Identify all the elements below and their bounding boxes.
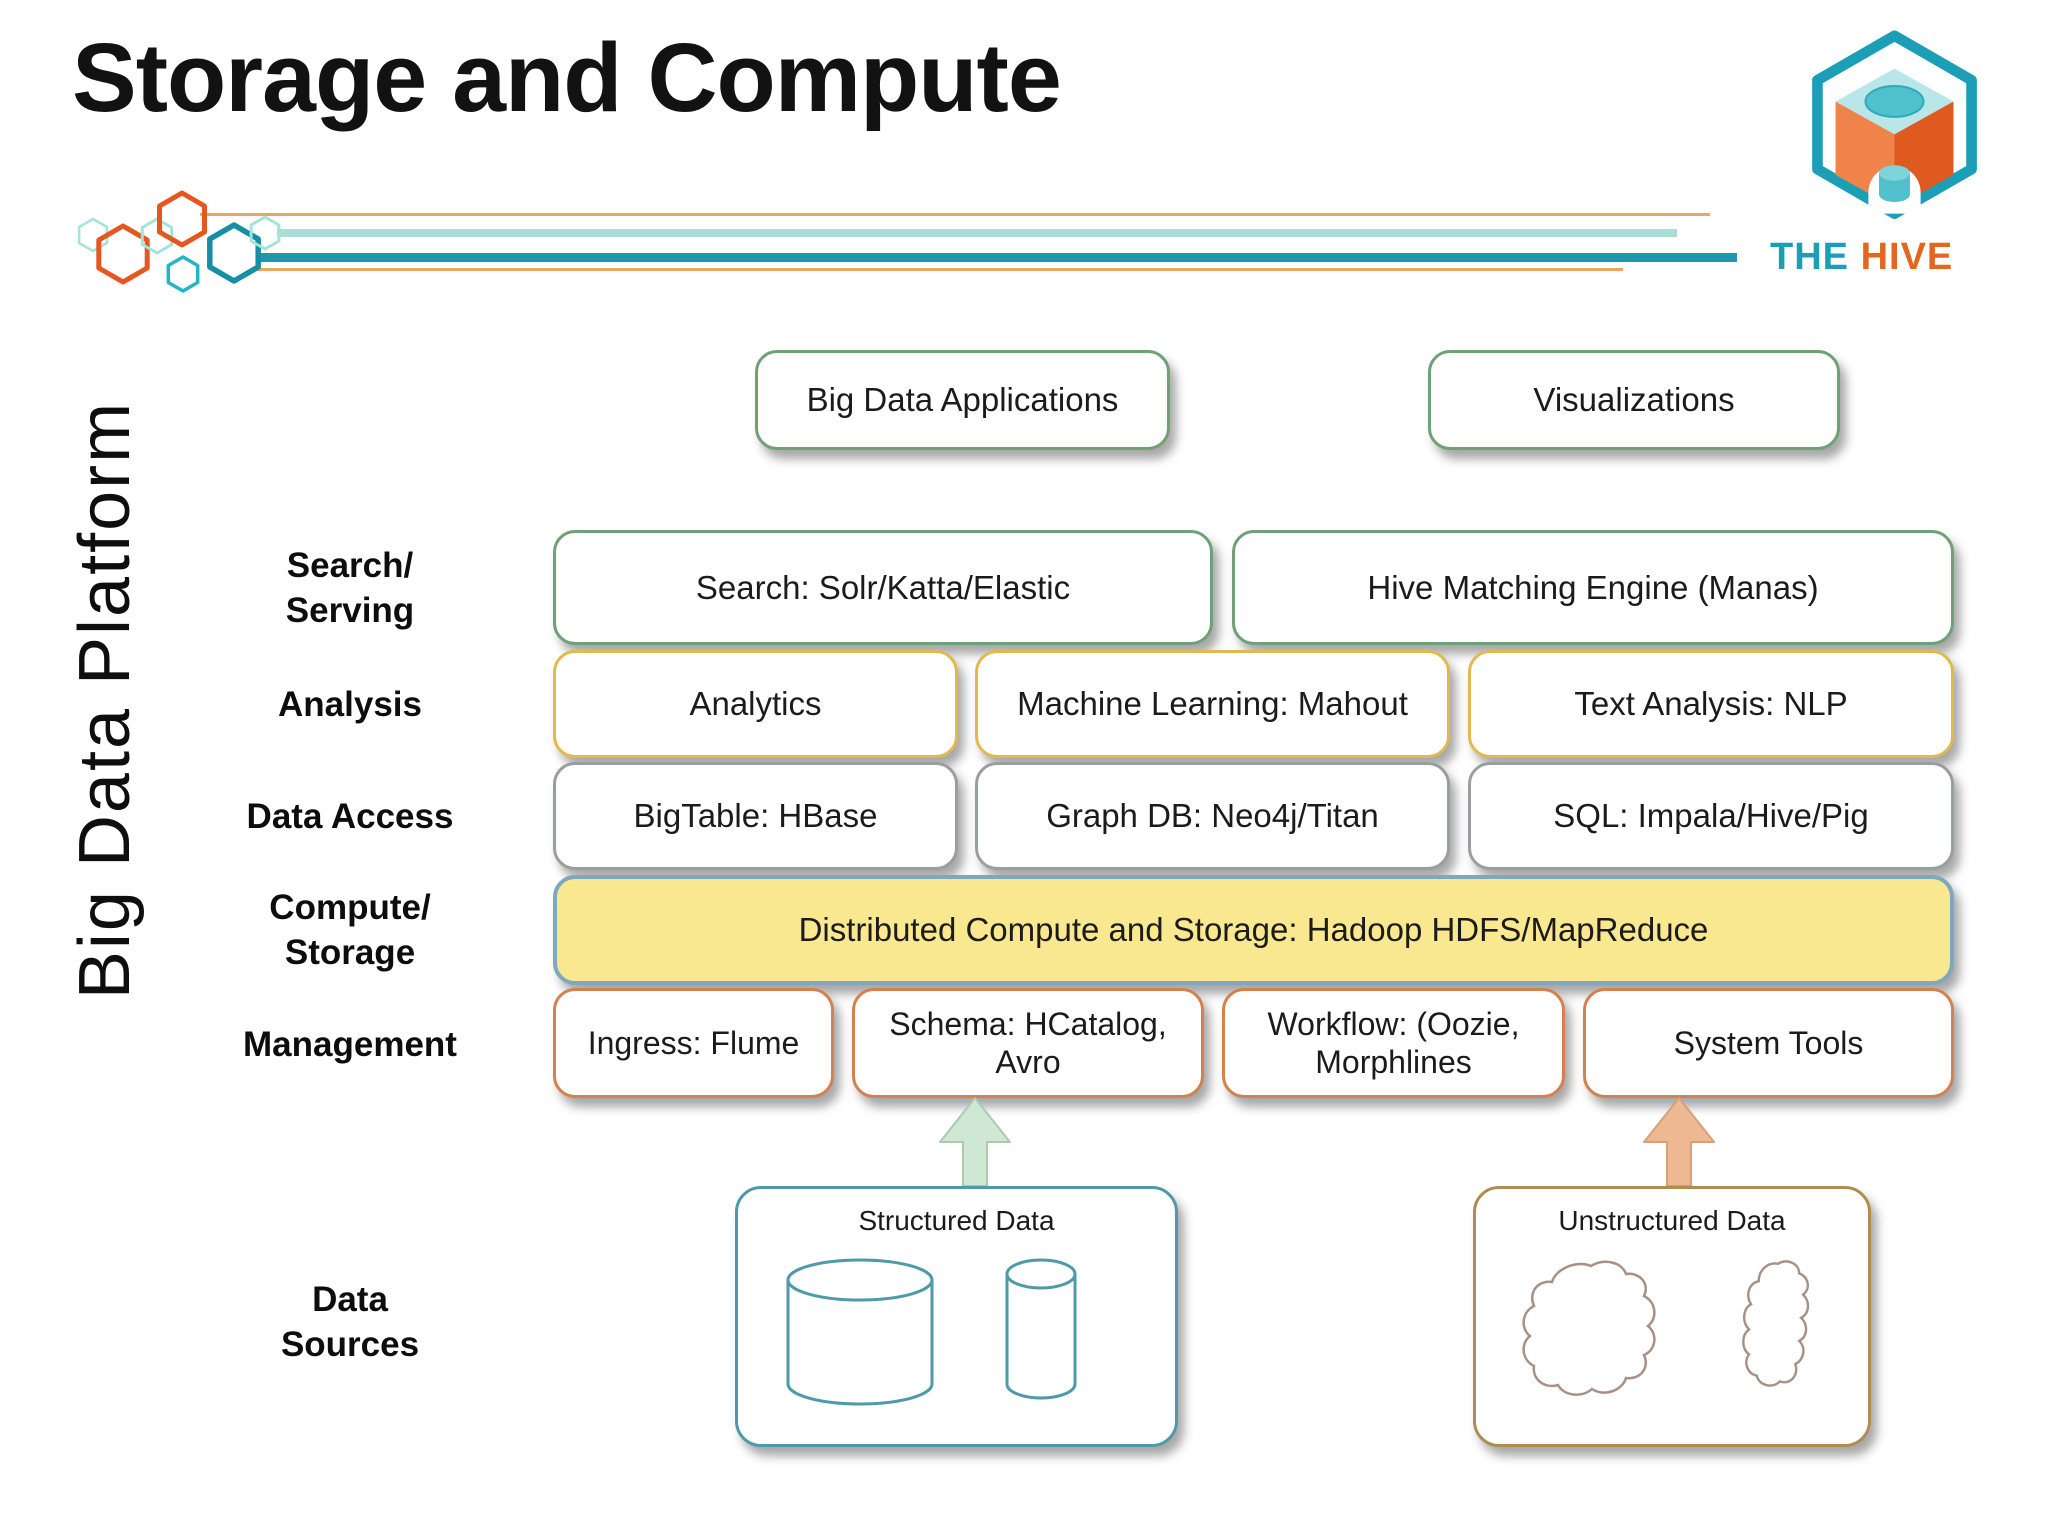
- hive-logo-icon: [1812, 30, 1977, 219]
- unstructured-data-label: Unstructured Data: [1558, 1205, 1786, 1236]
- structured-data-label: Structured Data: [858, 1205, 1055, 1236]
- database-cylinder-small-icon: [1005, 1258, 1077, 1400]
- decor-line-orange-bottom: [255, 268, 1623, 271]
- box-search-solr: Search: Solr/Katta/Elastic: [553, 530, 1213, 645]
- box-sql-impala: SQL: Impala/Hive/Pig: [1468, 762, 1954, 870]
- up-arrow-green-icon: [939, 1097, 1011, 1187]
- brand-wordmark: THE HIVE: [1770, 236, 1953, 279]
- box-workflow-oozie: Workflow: (Oozie, Morphlines: [1222, 988, 1565, 1098]
- hexagon-cluster-icon: [77, 190, 281, 293]
- box-ingress-flume: Ingress: Flume: [553, 988, 834, 1098]
- box-visualizations: Visualizations: [1428, 350, 1840, 450]
- up-arrow-tan-icon: [1643, 1097, 1715, 1187]
- box-label: Visualizations: [1533, 381, 1735, 419]
- box-machine-learning: Machine Learning: Mahout: [975, 650, 1450, 758]
- brand-the: THE: [1770, 236, 1849, 278]
- decor-line-teal-light: [277, 229, 1677, 237]
- brand-hive: HIVE: [1860, 236, 1954, 278]
- box-text-analysis: Text Analysis: NLP: [1468, 650, 1954, 758]
- box-hadoop-hdfs: Distributed Compute and Storage: Hadoop …: [553, 875, 1954, 985]
- row-label-data-access: Data Access: [246, 797, 454, 836]
- platform-side-label: Big Data Platform: [65, 400, 145, 1000]
- slide-title: Storage and Compute: [72, 23, 1062, 132]
- box-schema-hcatalog: Schema: HCatalog, Avro: [852, 988, 1204, 1098]
- box-big-data-applications: Big Data Applications: [755, 350, 1170, 450]
- box-label: Big Data Applications: [806, 381, 1119, 419]
- box-hive-matching-engine: Hive Matching Engine (Manas): [1232, 530, 1954, 645]
- row-label-data-sources: Data Sources: [280, 1280, 420, 1364]
- cloud-large-icon: [1522, 1260, 1656, 1396]
- decor-line-orange-top: [200, 213, 1710, 216]
- decor-line-teal-dark: [257, 253, 1737, 262]
- row-label-compute-storage: Compute/ Storage: [269, 888, 431, 972]
- box-system-tools: System Tools: [1583, 988, 1954, 1098]
- cloud-small-icon: [1742, 1260, 1810, 1387]
- row-label-search-serving: Search/ Serving: [285, 546, 415, 630]
- row-label-management: Management: [243, 1025, 457, 1064]
- box-bigtable-hbase: BigTable: HBase: [553, 762, 958, 870]
- box-graph-db: Graph DB: Neo4j/Titan: [975, 762, 1450, 870]
- row-label-analysis: Analysis: [278, 685, 422, 724]
- database-cylinder-large-icon: [786, 1258, 934, 1406]
- box-analytics: Analytics: [553, 650, 958, 758]
